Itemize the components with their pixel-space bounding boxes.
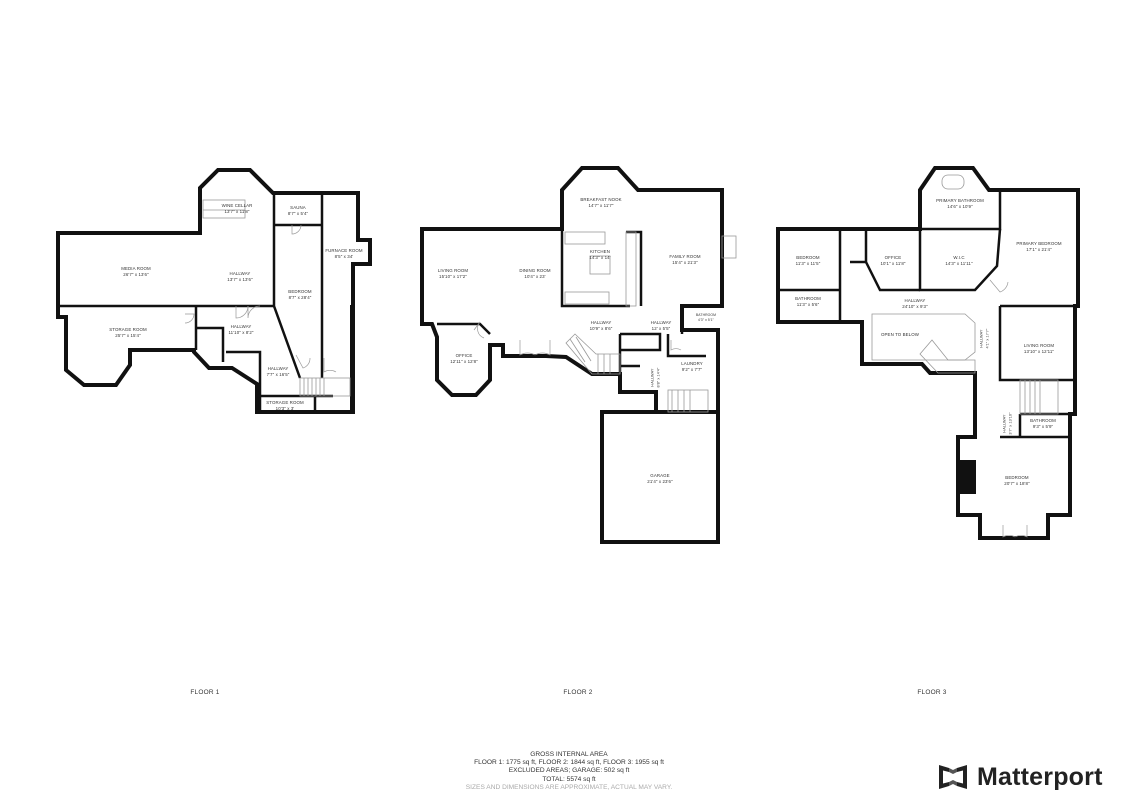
- floor-3-plan: [776, 166, 1080, 540]
- floor-1-label: FLOOR 1: [190, 689, 220, 696]
- floor-3-label: FLOOR 3: [917, 689, 947, 696]
- summary-floors: FLOOR 1: 1775 sq ft, FLOOR 2: 1844 sq ft…: [474, 759, 664, 767]
- summary-title: GROSS INTERNAL AREA: [530, 751, 608, 758]
- brand-logo: Matterport: [937, 762, 1103, 792]
- summary-total: TOTAL: 5574 sq ft: [542, 775, 596, 783]
- area-summary: GROSS INTERNAL AREA FLOOR 1: 1775 sq ft,…: [466, 751, 672, 792]
- floor-2-label: FLOOR 2: [563, 689, 593, 696]
- room-label: OPEN TO BELOW: [881, 332, 919, 337]
- matterport-logo-icon: [939, 765, 967, 789]
- floor-2-plan: [420, 166, 737, 544]
- summary-disclaimer: SIZES AND DIMENSIONS ARE APPROXIMATE, AC…: [465, 783, 673, 791]
- summary-excluded: EXCLUDED AREAS; GARAGE: 502 sq ft: [508, 767, 630, 775]
- floor-1-plan: [56, 168, 372, 414]
- brand-name: Matterport: [977, 762, 1103, 791]
